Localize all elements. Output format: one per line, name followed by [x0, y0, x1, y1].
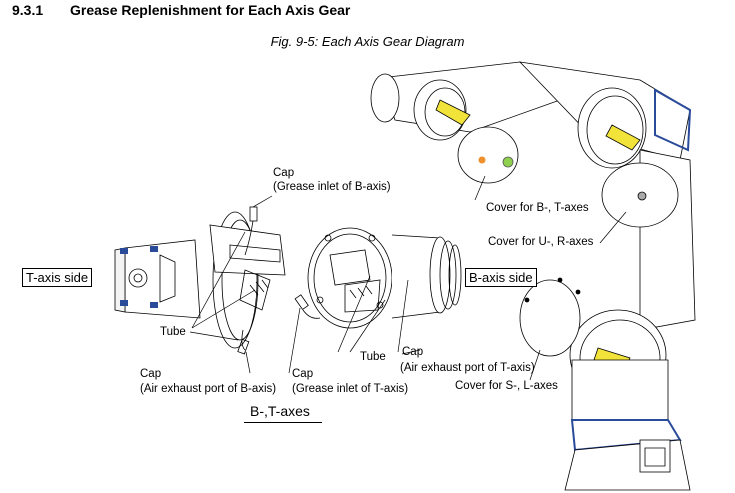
- b-axis-side-label: B-axis side: [465, 268, 537, 287]
- cover-ur-label: Cover for U-, R-axes: [488, 236, 594, 248]
- cap-b-inlet-desc: (Grease inlet of B-axis): [273, 181, 391, 193]
- figure-caption: Fig. 9-5: Each Axis Gear Diagram: [270, 34, 465, 49]
- b-axis-housing-drawing: [294, 227, 462, 329]
- tube-right-label: Tube: [360, 351, 386, 363]
- subtitle-underline: [244, 422, 322, 423]
- figure-subtitle: B-,T-axes: [250, 403, 310, 419]
- robot-arm-drawing: [370, 61, 696, 491]
- cap-t-exhaust-desc: (Air exhaust port of T-axis): [400, 362, 535, 374]
- section-title: Grease Replenishment for Each Axis Gear: [70, 2, 351, 18]
- cap-t-inlet-label: Cap: [292, 368, 314, 380]
- t-axis-wrist-drawing: [114, 206, 286, 355]
- cover-bt-label: Cover for B-, T-axes: [486, 202, 589, 214]
- tube-left-label: Tube: [160, 326, 186, 338]
- cap-b-exhaust-label: Cap: [140, 368, 162, 380]
- cap-b-exhaust-desc: (Air exhaust port of B-axis): [140, 383, 277, 395]
- section-heading: 9.3.1 Grease Replenishment for Each Axis …: [12, 2, 350, 18]
- t-axis-side-label: T-axis side: [22, 268, 93, 287]
- section-number: 9.3.1: [12, 2, 44, 18]
- cap-t-exhaust-label: Cap: [402, 346, 424, 358]
- cover-sl-label: Cover for S-, L-axes: [455, 380, 558, 392]
- leader-lines: [189, 175, 627, 381]
- cap-t-inlet-desc: (Grease inlet of T-axis): [292, 383, 409, 395]
- cap-b-inlet-label: Cap: [273, 167, 295, 179]
